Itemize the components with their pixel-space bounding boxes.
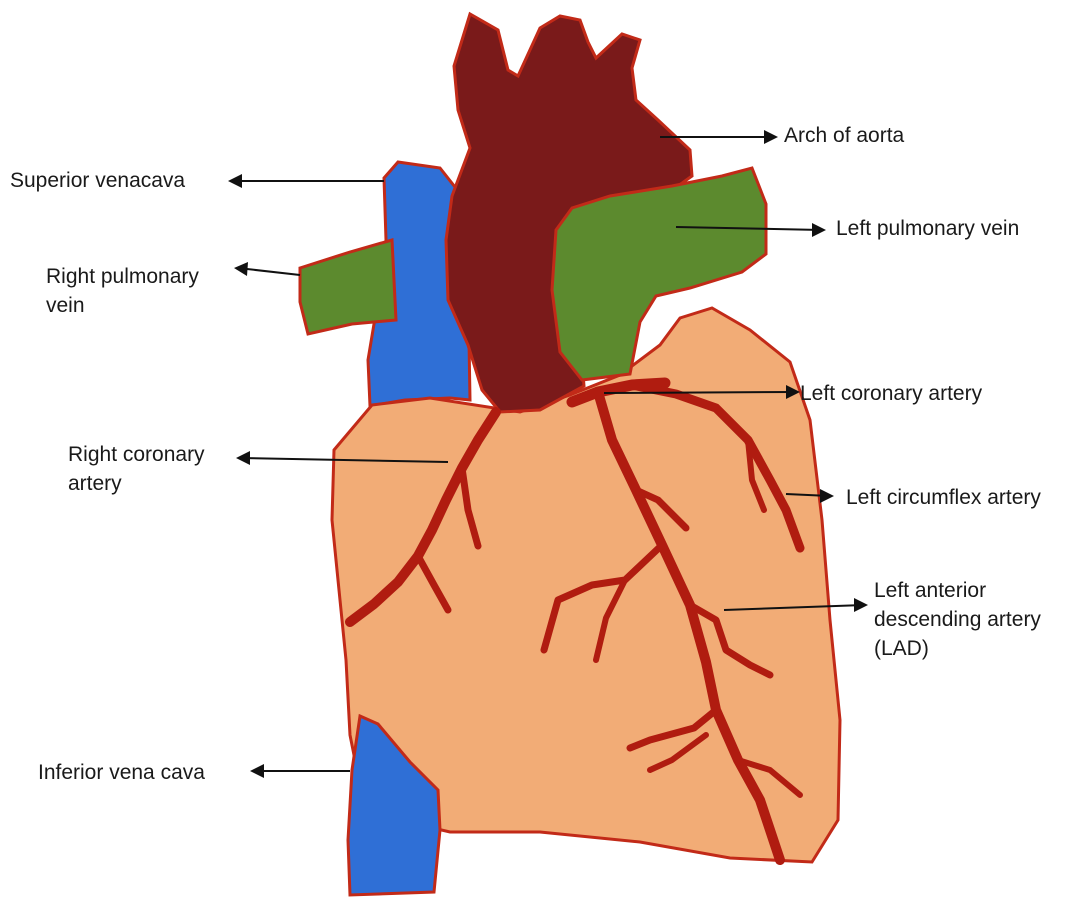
arrow-superior-vena-cava [228, 174, 384, 188]
right-pulmonary-vein-shape [300, 240, 396, 334]
label-right-pulmonary-vein: Right pulmonary vein [46, 262, 199, 320]
label-line: Right coronary [68, 440, 205, 469]
arrow-right-pulmonary-vein [234, 262, 300, 276]
label-left-coronary-artery: Left coronary artery [800, 379, 982, 408]
label-left-pulmonary-vein: Left pulmonary vein [836, 214, 1019, 243]
label-line: descending artery [874, 605, 1041, 634]
label-line: vein [46, 291, 199, 320]
label-arch-of-aorta: Arch of aorta [784, 121, 904, 150]
label-line: Left anterior [874, 576, 1041, 605]
label-superior-vena-cava: Superior venacava [10, 166, 185, 195]
label-lad: Left anterior descending artery (LAD) [874, 576, 1041, 663]
label-line: artery [68, 469, 205, 498]
label-inferior-vena-cava: Inferior vena cava [38, 758, 205, 787]
label-line: (LAD) [874, 634, 1041, 663]
label-line: Right pulmonary [46, 262, 199, 291]
arrow-inferior-vena-cava [250, 764, 350, 778]
label-right-coronary-artery: Right coronary artery [68, 440, 205, 498]
label-left-circumflex-artery: Left circumflex artery [846, 483, 1041, 512]
